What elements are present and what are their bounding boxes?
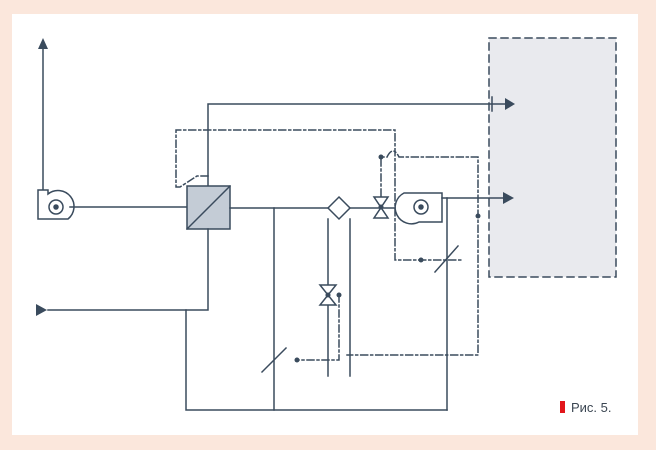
heating-coil [326, 195, 352, 221]
lower-damper-blade [260, 346, 288, 374]
coil-control-point [336, 292, 342, 298]
room-zone [488, 37, 617, 278]
supply-control-valve [372, 196, 390, 219]
outdoor-air-duct [47, 228, 209, 311]
damper-control-point [418, 257, 424, 263]
heating-loop-bottom [185, 309, 448, 411]
extract-arrow-icon [505, 98, 515, 110]
exhaust-arrow-icon [38, 38, 48, 49]
figure-caption-text: Рис. 5. [571, 399, 612, 415]
figure-caption: Рис. 5. [560, 398, 612, 416]
exhaust-fan [37, 189, 75, 220]
supply-arrow-icon [503, 192, 514, 204]
caption-marker-icon [560, 401, 565, 413]
extract-duct-from-room [207, 103, 507, 187]
coil-control-valve [318, 284, 338, 306]
control-point-2 [475, 213, 481, 219]
supply-fan [394, 192, 443, 225]
supply-damper-blade [433, 244, 460, 274]
heat-exchanger-control-line [175, 129, 463, 261]
coil-valve-control-line [296, 294, 340, 361]
supply-valve-control-line [346, 150, 479, 356]
control-point-1 [378, 154, 384, 160]
outdoor-air-arrow-icon [36, 304, 47, 316]
plate-heat-exchanger [185, 184, 232, 231]
lower-control-point [294, 357, 300, 363]
